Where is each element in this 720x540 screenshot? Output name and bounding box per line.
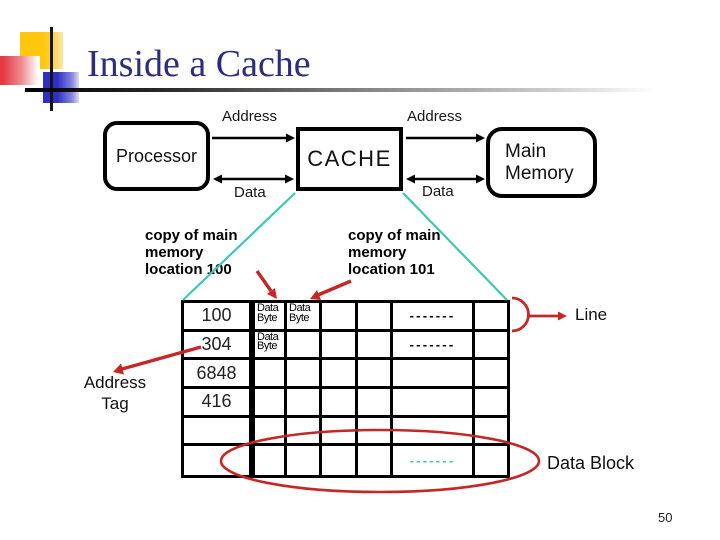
- data-byte-label: Data: [289, 303, 311, 314]
- cache-cell: [322, 331, 358, 361]
- address-tag-cell: 304: [184, 332, 249, 361]
- dash-placeholder: -------: [409, 308, 456, 324]
- cache-cell: [322, 417, 358, 447]
- copy-100-arrow: [255, 270, 277, 299]
- main-memory-box: Main Memory: [486, 127, 597, 198]
- address-bus-left-arrow: [212, 133, 295, 143]
- cache-cell: [287, 446, 322, 475]
- address-tag-cell: 416: [184, 389, 249, 418]
- data-block-label: Data Block: [547, 453, 635, 473]
- data-bus-left-arrow: [213, 174, 294, 184]
- cache-cell: [287, 360, 322, 389]
- decoration-pink-square: [0, 56, 40, 85]
- cache-cell: [255, 360, 287, 389]
- cache-box: CACHE: [296, 127, 403, 191]
- cache-cell: [393, 417, 475, 447]
- cache-cell: [475, 389, 507, 418]
- page-number: 50: [658, 510, 673, 525]
- dash-placeholder-teal: -------: [409, 453, 456, 469]
- address-tag-cell: 6848: [184, 360, 249, 389]
- cache-cell: [255, 417, 287, 447]
- copy-note-location-101: copy of main memory location 101: [348, 227, 441, 278]
- address-tag-cell: [184, 418, 249, 447]
- decoration-blue-square: [43, 72, 79, 103]
- cache-cell: [475, 446, 507, 475]
- cache-cell: -------: [393, 446, 475, 475]
- copy-note-location-100: copy of main memory location 100: [145, 227, 238, 278]
- address-bus-label-right: Address: [407, 108, 463, 125]
- cache-cell: [475, 360, 507, 389]
- page-title: Inside a Cache: [87, 43, 311, 85]
- cache-cell: [475, 303, 507, 332]
- cache-cell: [358, 388, 393, 418]
- data-byte-label: Data: [257, 303, 279, 314]
- data-byte-label: Byte: [257, 340, 278, 353]
- cache-cell: [287, 331, 322, 361]
- address-tag-label: Address Tag: [83, 373, 147, 413]
- cache-cell: [358, 360, 393, 389]
- cache-cell: -------: [393, 303, 475, 332]
- cache-cell: -------: [393, 331, 475, 361]
- processor-label: Processor: [115, 145, 198, 166]
- cache-cell: [393, 388, 475, 418]
- cache-cell: [322, 360, 358, 389]
- cache-cell: [475, 332, 507, 361]
- address-bus-label-left: Address: [222, 108, 278, 125]
- line-brace: [511, 296, 530, 333]
- main-memory-label: Main Memory: [505, 140, 574, 184]
- cache-cell: [322, 388, 358, 418]
- cache-cell: [287, 388, 322, 418]
- cache-cell: [393, 360, 475, 389]
- address-tag-cell: 100: [184, 303, 249, 332]
- cache-cell: [358, 303, 393, 332]
- address-bus-right-arrow: [406, 133, 485, 143]
- cache-cell: [358, 417, 393, 447]
- address-tag-cell: [184, 446, 249, 475]
- processor-box: Processor: [103, 121, 210, 191]
- decoration-vertical-line: [50, 27, 53, 111]
- data-byte-label: Byte: [289, 311, 310, 324]
- cache-cell: [322, 446, 358, 475]
- title-underline-rule: [25, 88, 667, 92]
- data-bus-label-left: Data: [234, 184, 266, 201]
- line-label: Line: [575, 305, 608, 324]
- data-byte-label: Byte: [257, 311, 278, 324]
- cache-label: CACHE: [307, 146, 392, 171]
- cache-cell: [322, 303, 358, 332]
- cache-cell: [255, 446, 287, 475]
- data-byte-label: Data: [257, 331, 279, 343]
- cache-cell: [475, 418, 507, 447]
- cache-cell: [287, 417, 322, 447]
- cache-cell: [255, 388, 287, 418]
- copy-101-arrow: [310, 279, 352, 300]
- data-bus-label-right: Data: [422, 183, 454, 200]
- cache-cell: [358, 446, 393, 475]
- dash-placeholder: -------: [409, 336, 456, 352]
- line-arrow: [528, 311, 567, 321]
- cache-cell: [358, 331, 393, 361]
